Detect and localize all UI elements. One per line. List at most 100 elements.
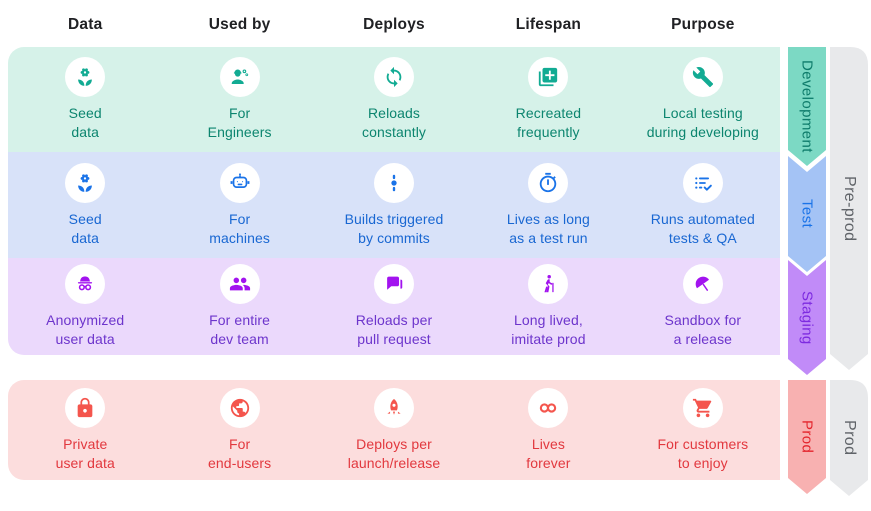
cell: Deploys per launch/release xyxy=(317,387,471,473)
rocket-icon xyxy=(374,387,415,428)
caption-line: Reloads per xyxy=(355,312,433,328)
sync-icon xyxy=(374,57,415,97)
cell-caption: Lives forever xyxy=(526,435,570,473)
cell-caption: Sandbox for a release xyxy=(665,311,742,349)
caption-line: For xyxy=(228,210,251,227)
caption-line: For entire xyxy=(209,312,271,328)
column-header: Data xyxy=(68,16,103,33)
caption-line: user data xyxy=(55,331,115,347)
prod-group-ribbon: Prod xyxy=(830,380,868,496)
caption-line: tests & QA xyxy=(668,229,737,246)
cell: Recreated frequently xyxy=(471,57,625,142)
column-header: Lifespan xyxy=(515,16,582,33)
cell: Lives forever xyxy=(471,387,625,473)
prod-ribbon-label: Prod xyxy=(798,420,816,454)
caption-line: Builds triggered xyxy=(344,210,444,227)
development-ribbon-label: Development xyxy=(798,60,816,153)
chat-icon xyxy=(374,264,415,304)
caption-line: Private xyxy=(63,435,108,452)
seed-icon xyxy=(65,57,106,97)
cell-caption: Long lived, imitate prod xyxy=(511,311,585,349)
wrench-icon xyxy=(682,57,723,97)
caption-line: imitate prod xyxy=(511,331,586,347)
caption-line: Recreated xyxy=(515,105,582,121)
infinity-icon xyxy=(528,387,569,428)
group-icon xyxy=(219,264,260,304)
commit-icon xyxy=(374,162,415,203)
pre-prod-group-ribbon: Pre-prod xyxy=(830,47,868,370)
caption-line: Long lived, xyxy=(514,312,583,328)
caption-line: Lives as long xyxy=(506,210,590,227)
staging-ribbon: Staging xyxy=(788,260,826,375)
caption-line: user data xyxy=(55,454,115,471)
cell: Reloads per pull request xyxy=(317,264,471,349)
caption-line: Sandbox for xyxy=(664,312,742,328)
cell: Private user data xyxy=(8,387,162,473)
caption-line: Lives xyxy=(531,435,566,452)
cell: Anonymized user data xyxy=(8,264,162,349)
caption-line: frequently xyxy=(517,124,580,140)
caption-line: Deploys per xyxy=(356,435,432,452)
library-add-icon xyxy=(528,57,569,97)
cell-caption: Local testing during developing xyxy=(647,104,759,142)
caption-line: constantly xyxy=(361,124,427,140)
cell: Long lived, imitate prod xyxy=(471,264,625,349)
caption-line: to enjoy xyxy=(677,454,728,471)
cell-caption: Reloads constantly xyxy=(362,104,426,142)
cell-caption: Reloads per pull request xyxy=(356,311,433,349)
caption-line: Reloads xyxy=(367,105,421,121)
caption-line: forever xyxy=(526,454,571,471)
caption-line: end-users xyxy=(208,454,272,471)
caption-line: a release xyxy=(673,331,733,347)
caption-line: during developing xyxy=(646,124,759,140)
caption-line: machines xyxy=(209,229,270,246)
column-header: Deploys xyxy=(363,16,425,33)
seed-icon xyxy=(65,162,106,203)
cell-caption: For customers to enjoy xyxy=(657,435,748,473)
cell-caption: Seed data xyxy=(69,104,102,142)
cell-caption: For machines xyxy=(209,210,270,248)
cell: Seed data xyxy=(8,162,162,248)
umbrella-icon xyxy=(682,264,723,304)
test-ribbon: Test xyxy=(788,156,826,272)
cell-caption: Recreated frequently xyxy=(516,104,582,142)
caption-line: dev team xyxy=(210,331,269,347)
cell: For machines xyxy=(162,162,316,248)
lock-icon xyxy=(65,387,106,428)
row-staging: Anonymized user data For entire dev team Rel… xyxy=(8,258,780,355)
caption-line: launch/release xyxy=(347,454,441,471)
caption-line: Local testing xyxy=(662,105,743,121)
staging-ribbon-label: Staging xyxy=(798,290,816,345)
cell-caption: Deploys per launch/release xyxy=(348,435,440,473)
caption-line: Engineers xyxy=(207,124,272,140)
cell: Sandbox for a release xyxy=(626,264,780,349)
caption-line: Anonymized xyxy=(46,312,125,328)
cart-icon xyxy=(682,387,723,428)
cell-caption: For entire dev team xyxy=(209,311,270,349)
column-header: Purpose xyxy=(671,16,735,33)
caption-line: data xyxy=(71,124,100,140)
caption-line: For customers xyxy=(657,435,749,452)
caption-line: pull request xyxy=(357,331,431,347)
caption-line: data xyxy=(71,229,100,246)
hiking-icon xyxy=(528,264,569,304)
caption-line: Seed xyxy=(68,105,102,121)
checklist-icon xyxy=(682,162,723,203)
caption-line: Seed xyxy=(68,210,102,227)
cell: Local testing during developing xyxy=(626,57,780,142)
